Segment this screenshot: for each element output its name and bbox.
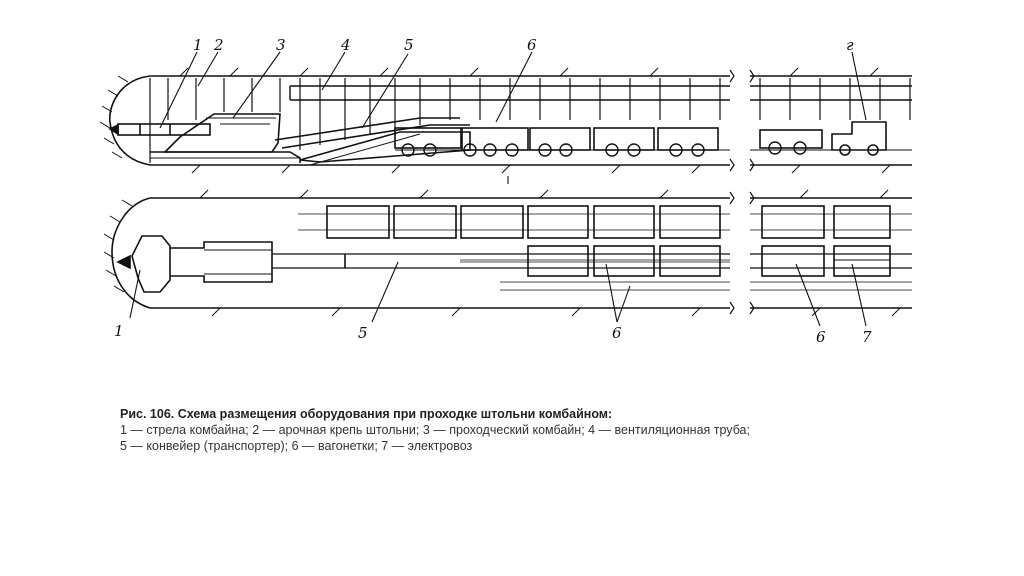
arch-supports	[149, 78, 911, 163]
label-arch-support: 2	[213, 36, 224, 54]
plan-face	[111, 197, 151, 309]
figure-caption: Рис. 106. Схема размещения оборудования …	[120, 406, 920, 454]
ventilation-pipe	[289, 85, 912, 101]
combine-plan	[116, 235, 273, 293]
label-locomotive-top: г	[846, 36, 854, 54]
label-conveyor-top: 5	[404, 36, 414, 54]
label-combine: 3	[276, 36, 286, 54]
tunnel-diagram: 1 2 3 4 5 6 г 1 5 6 6 7	[99, 36, 912, 346]
label-vent-pipe: 4	[340, 36, 351, 54]
combine-boom	[108, 123, 211, 136]
conveyor	[274, 117, 471, 166]
conveyor-plan	[272, 253, 912, 269]
wagons-plan-lower	[500, 245, 912, 291]
label-wagons-plan: 6	[612, 324, 622, 342]
caption-title: Рис. 106. Схема размещения оборудования …	[120, 407, 613, 421]
locomotive-section	[831, 121, 887, 156]
label-wagons-plan-right: 6	[816, 328, 826, 346]
leader-lines	[129, 51, 867, 327]
combine-body	[150, 113, 301, 163]
caption-legend-line-2: 5 — конвейер (транспортер); 6 — вагонетк…	[120, 439, 473, 453]
wagons-section	[394, 127, 912, 157]
plan-view	[103, 189, 912, 317]
label-boom-top: 1	[193, 36, 203, 54]
label-wagons-top: 6	[527, 36, 537, 54]
wagons-plan-upper	[298, 205, 912, 239]
label-conveyor-plan: 5	[358, 324, 368, 342]
section-view	[99, 67, 912, 174]
label-boom-plan: 1	[114, 322, 124, 340]
caption-legend-line-1: 1 — стрела комбайна; 2 — арочная крепь ш…	[120, 423, 750, 437]
part-labels: 1 2 3 4 5 6 г 1 5 6 6 7	[114, 36, 872, 346]
tunnel-face	[108, 75, 151, 166]
label-locomotive-plan: 7	[862, 328, 872, 346]
